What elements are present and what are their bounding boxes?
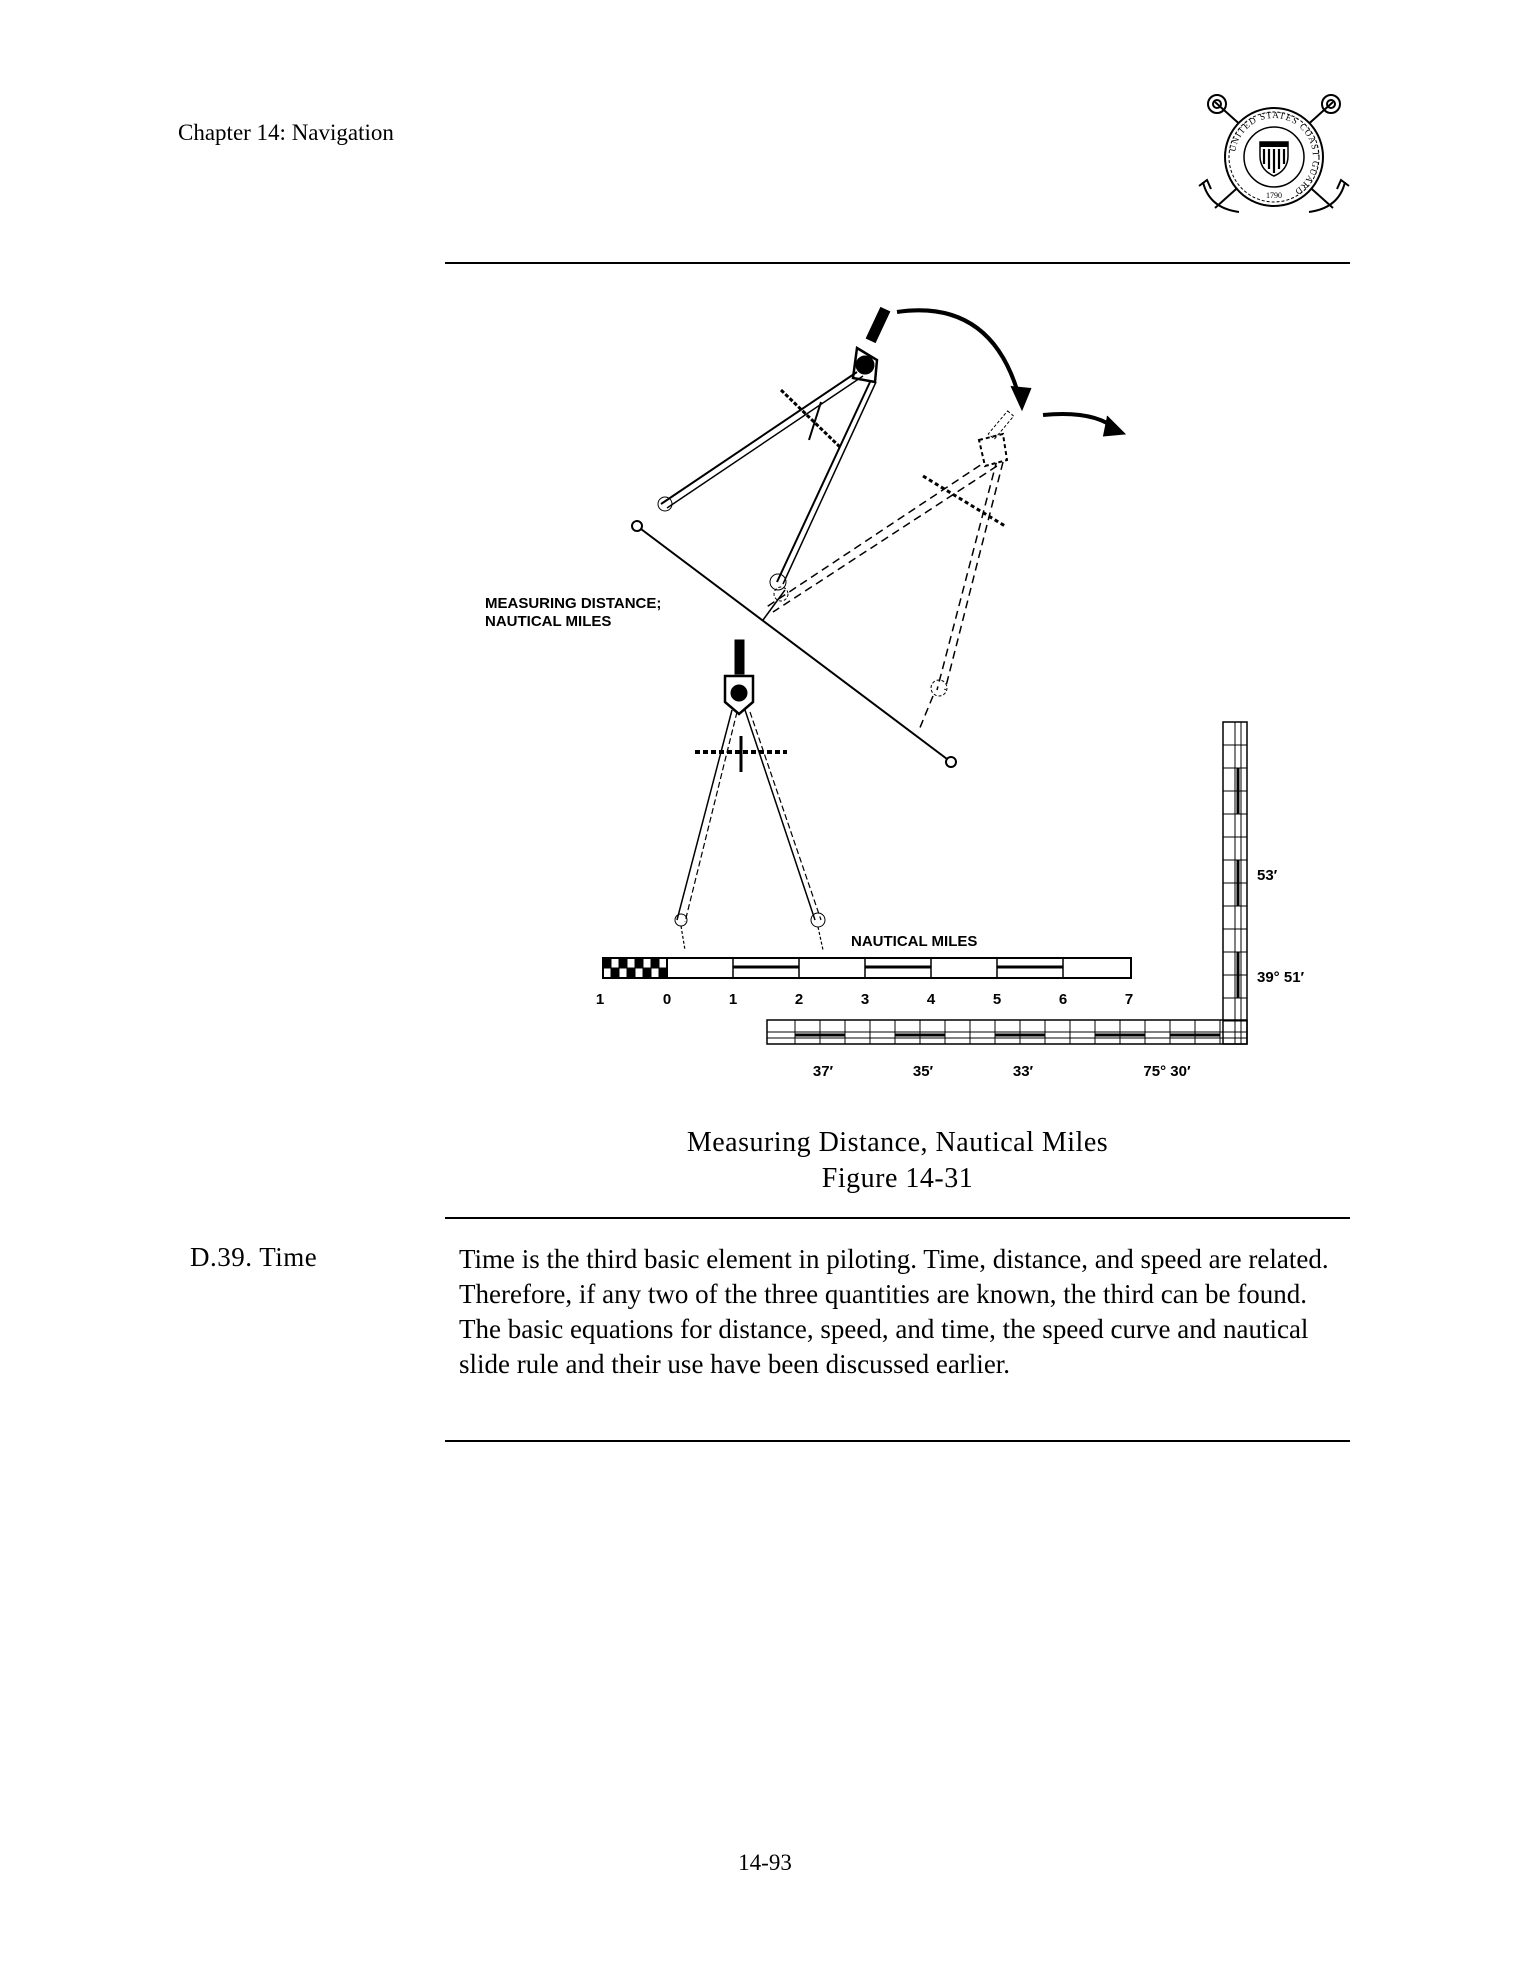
scale-tick-label: 1 <box>596 991 604 1008</box>
scale-tick-label: 2 <box>795 991 803 1008</box>
latitude-label-upper: 53′ <box>1257 867 1278 884</box>
latitude-label-lower: 39° 51′ <box>1257 969 1305 986</box>
figure-caption: Measuring Distance, Nautical Miles Figur… <box>445 1125 1350 1197</box>
section-label: D.39. Time <box>190 1242 318 1272</box>
scale-tick-label: 4 <box>927 991 936 1008</box>
measuring-label-line2: NAUTICAL MILES <box>485 613 611 630</box>
scale-tick-label: 1 <box>729 991 737 1008</box>
figure-caption-title: Measuring Distance, Nautical Miles <box>686 1127 1109 1158</box>
scale-tick-label: 3 <box>861 991 869 1008</box>
coast-guard-seal-icon: UNITED STATES COAST GUARD 1790 <box>1198 94 1350 213</box>
page-number: 14-93 <box>738 1850 792 1875</box>
seal-year: 1790 <box>1266 191 1282 200</box>
scale-tick-label: 7 <box>1125 991 1133 1008</box>
longitude-label: 37′ <box>813 1063 834 1080</box>
longitude-label: 33′ <box>1013 1063 1034 1080</box>
scale-tick-label: 5 <box>993 991 1001 1008</box>
figure-illustration: MEASURING DISTANCE; NAUTICAL MILES NAUTI… <box>485 306 1305 1080</box>
caption-divider <box>445 1217 1350 1219</box>
longitude-label: 35′ <box>913 1063 934 1080</box>
top-divider <box>445 262 1350 264</box>
scale-tick-label: 6 <box>1059 991 1067 1008</box>
section-divider <box>445 1440 1350 1442</box>
scale-tick-label: 0 <box>663 991 671 1008</box>
chapter-header: Chapter 14: Navigation <box>178 120 394 145</box>
figure-measuring-distance: MEASURING DISTANCE; NAUTICAL MILES NAUTI… <box>445 290 1350 1090</box>
scale-title: NAUTICAL MILES <box>851 933 977 950</box>
figure-caption-number: Figure 14-31 <box>821 1163 974 1194</box>
longitude-label: 75° 30′ <box>1143 1063 1191 1080</box>
section-body: Time is the third basic element in pilot… <box>459 1244 1329 1379</box>
measuring-label-line1: MEASURING DISTANCE; <box>485 595 661 612</box>
